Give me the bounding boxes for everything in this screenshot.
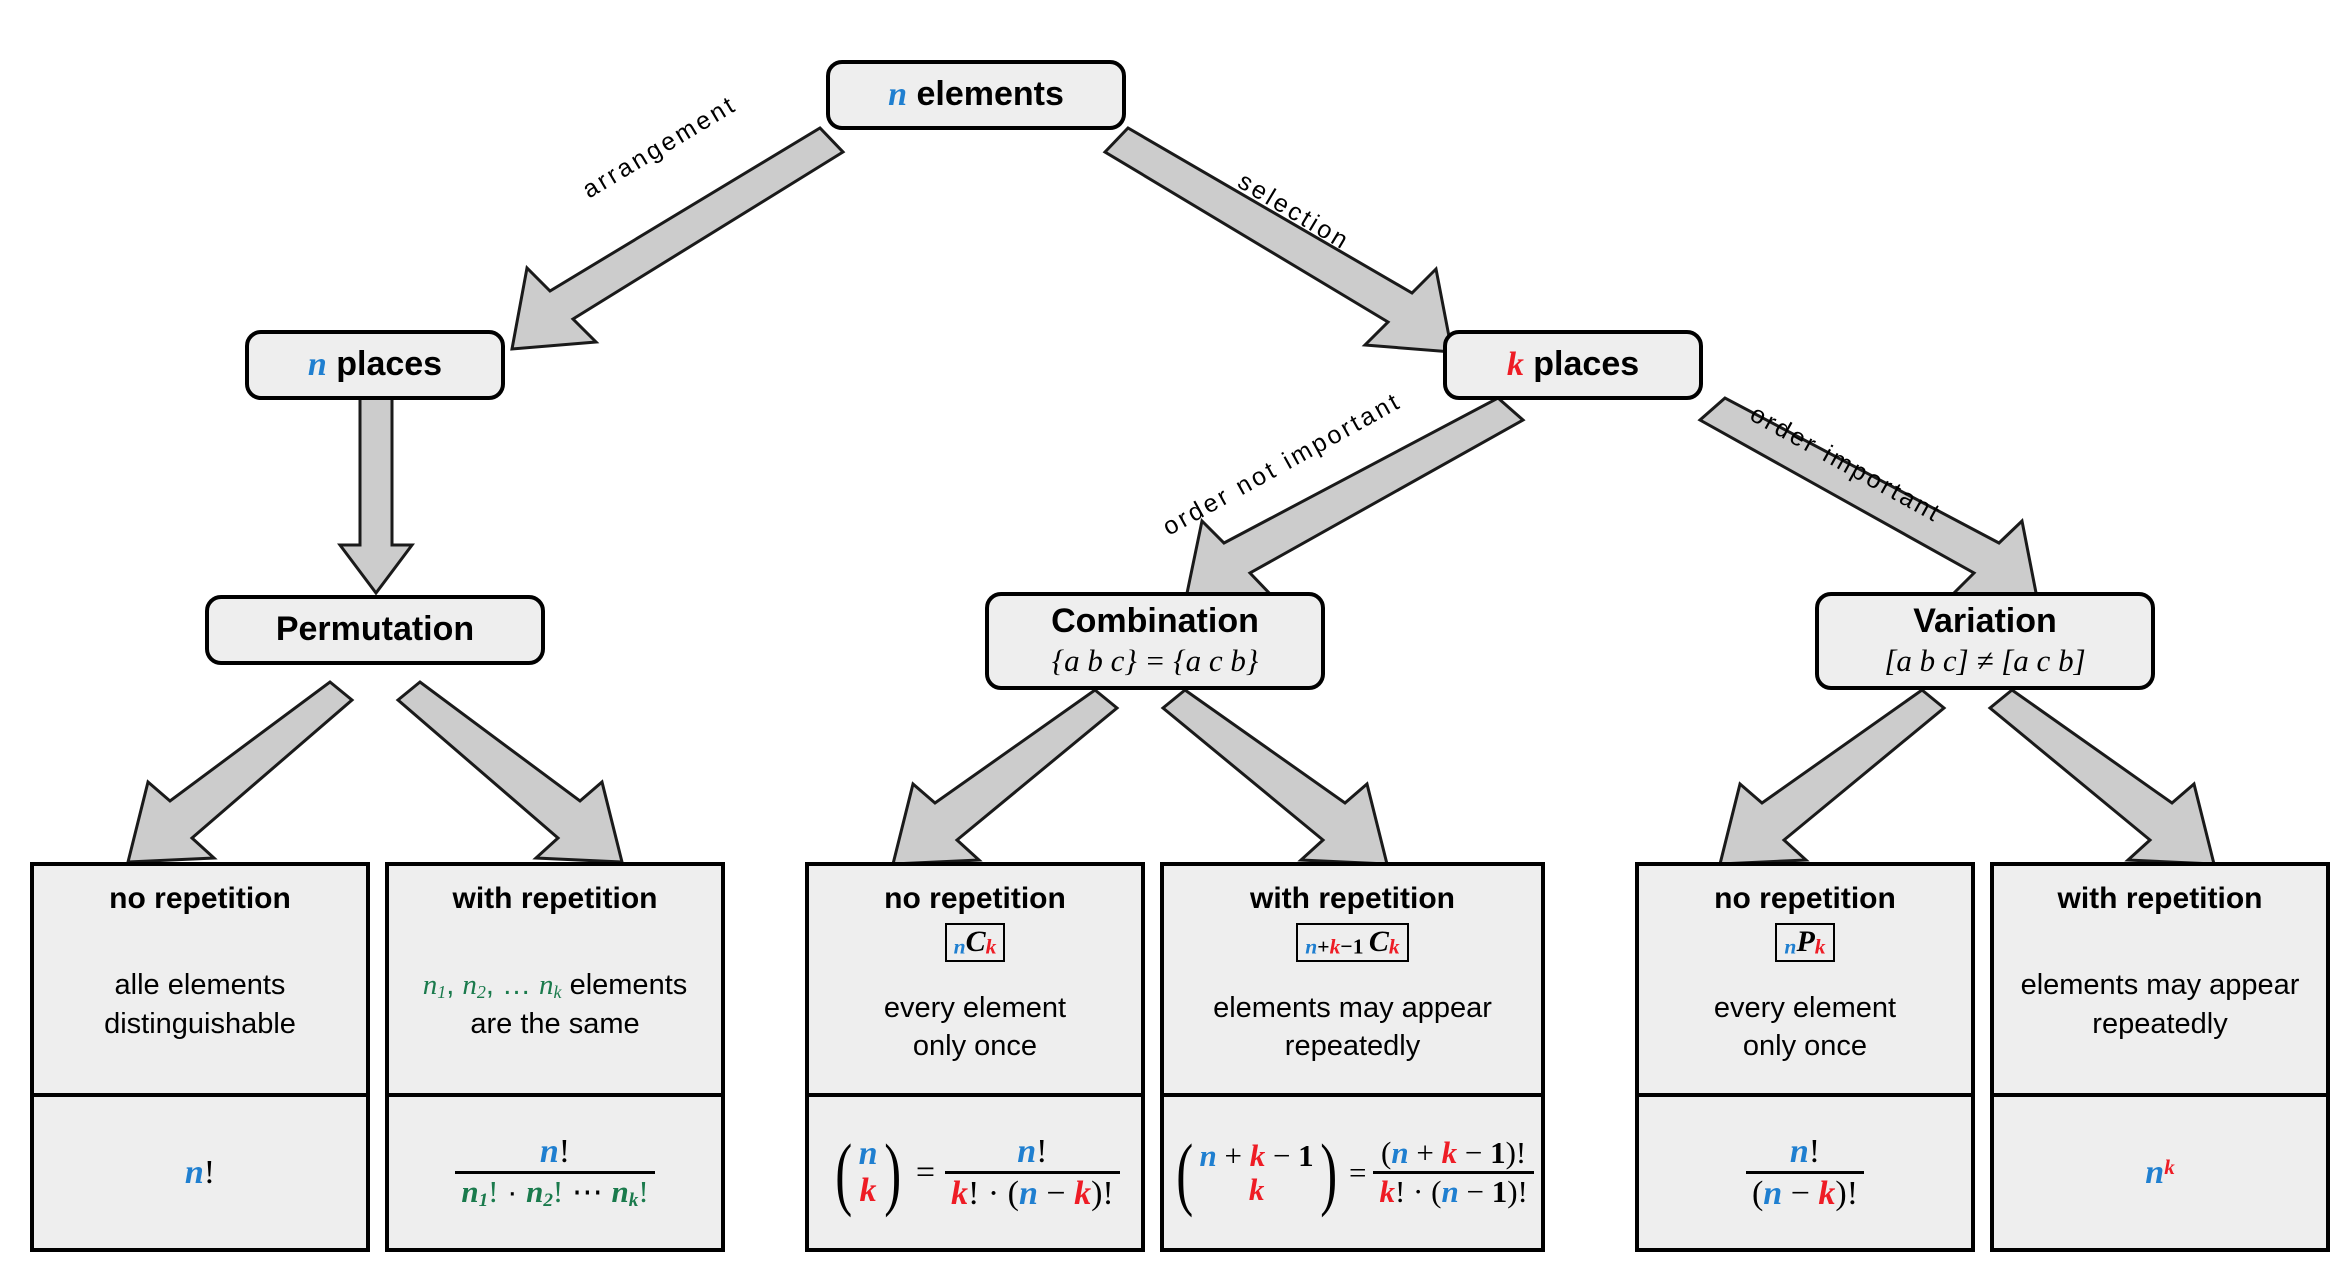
var-k: k (1506, 346, 1524, 384)
leaf-formula-cell: ( n + k − 1 k ) = (n + k − 1)! k! · (n −… (1164, 1093, 1541, 1248)
leaf-formula-cell: n! n1! · n2! ⋯ nk! (389, 1093, 721, 1248)
leaf-header: no repetition (1714, 882, 1896, 915)
node-n-elements-label: n elements (888, 75, 1064, 114)
leaf-top-cell: with repetition elements may appear repe… (1994, 866, 2326, 1093)
var-n: n (888, 76, 908, 114)
node-combination-title: Combination (1051, 602, 1259, 641)
node-combination-subtitle: {a b c} = {a c b} (1051, 642, 1259, 678)
leaf-permutation-with-repetition[interactable]: with repetition n1, n2, … nk elements ar… (385, 862, 725, 1252)
arrow-combination-with-repetition (1160, 688, 1389, 866)
leaf-top-cell: with repetition n1, n2, … nk elements ar… (389, 866, 721, 1093)
leaf-top-cell: with repetition n+k−1 Ck elements may ap… (1164, 866, 1541, 1093)
node-combination[interactable]: Combination {a b c} = {a c b} (985, 592, 1325, 690)
arrow-permutation-with-repetition (395, 680, 624, 864)
leaf-top-cell: no repetition nCk every element only onc… (809, 866, 1141, 1093)
arrow-variation-no-repetition (1718, 688, 1947, 866)
arrow-n-places-permutation (337, 386, 415, 596)
leaf-description: elements may appear repeatedly (2013, 966, 2308, 1043)
leaf-header: no repetition (109, 882, 291, 915)
arrow-combination-no-repetition (891, 688, 1120, 866)
leaf-permutation-no-repetition[interactable]: no repetition alle elements distinguisha… (30, 862, 370, 1252)
formula-n-over-n-minus-k: n! (n − k)! (1745, 1133, 1865, 1212)
leaf-description: every element only once (876, 989, 1074, 1066)
leaf-desc-line1: elements may appear (1213, 992, 1492, 1025)
leaf-combination-no-repetition[interactable]: no repetition nCk every element only onc… (805, 862, 1145, 1252)
arrow-arrangement (510, 126, 846, 351)
leaf-desc-line2: repeatedly (2092, 1007, 2228, 1040)
leaf-description: alle elements distinguishable (96, 966, 304, 1043)
leaf-combination-with-repetition[interactable]: with repetition n+k−1 Ck elements may ap… (1160, 862, 1545, 1252)
leaf-desc-line1-math: n1, n2, … nk elements (422, 969, 688, 1003)
leaf-description: every element only once (1706, 989, 1904, 1066)
node-n-elements[interactable]: n elements (826, 60, 1126, 130)
node-k-places[interactable]: k places (1443, 330, 1703, 400)
formula-n-factorial: n! (184, 1154, 216, 1191)
node-n-places[interactable]: n places (245, 330, 505, 400)
leaf-top-cell: no repetition alle elements distinguisha… (34, 866, 366, 1093)
node-n-places-text: places (326, 345, 443, 384)
leaf-desc-line1: every element (1713, 992, 1897, 1025)
node-variation-title: Variation (1913, 602, 2057, 641)
formula-multiset-permutation: n! n1! · n2! ⋯ nk! (455, 1134, 655, 1212)
leaf-formula-cell: n! (34, 1093, 366, 1248)
leaf-description: n1, n2, … nk elements are the same (415, 966, 696, 1043)
leaf-desc-line2: only once (912, 1030, 1038, 1063)
formula-n-power-k: nk (2145, 1154, 2175, 1191)
notation-nPk: nPk (1775, 922, 1835, 962)
leaf-desc-line1: every element (883, 992, 1067, 1025)
leaf-header: with repetition (1250, 882, 1455, 915)
leaf-desc-line1: alle elements (114, 969, 286, 1002)
notation-nplusk-1Ck: n+k−1 Ck (1296, 922, 1409, 962)
node-permutation-title: Permutation (275, 610, 475, 649)
node-k-places-text: places (1523, 345, 1640, 384)
arrow-variation-with-repetition (1987, 688, 2216, 866)
leaf-header: with repetition (2057, 882, 2263, 915)
node-permutation[interactable]: Permutation (205, 595, 545, 665)
leaf-formula-cell: n! (n − k)! (1639, 1093, 1971, 1248)
leaf-desc-line2: distinguishable (104, 1007, 296, 1040)
leaf-desc-line1: elements may appear (2020, 969, 2300, 1002)
leaf-desc-line2: repeatedly (1284, 1030, 1421, 1063)
leaf-desc-line2: are the same (470, 1007, 640, 1040)
leaf-top-cell: no repetition nPk every element only onc… (1639, 866, 1971, 1093)
arrow-permutation-no-repetition (126, 680, 355, 864)
binomial-coefficient: ( n + k − 1 k ) (1176, 1126, 1337, 1218)
node-k-places-label: k places (1506, 345, 1640, 384)
leaf-header: no repetition (884, 882, 1066, 915)
node-variation-subtitle: [a b c] ≠ [a c b] (1884, 642, 2086, 678)
leaf-variation-no-repetition[interactable]: no repetition nPk every element only onc… (1635, 862, 1975, 1252)
var-n: n (307, 346, 327, 384)
leaf-header: with repetition (452, 882, 658, 915)
leaf-desc-line2: only once (1742, 1030, 1868, 1063)
node-n-places-label: n places (307, 345, 443, 384)
notation-nCk: nCk (944, 922, 1006, 962)
node-n-elements-text: elements (907, 75, 1064, 114)
leaf-formula-cell: nk (1994, 1093, 2326, 1248)
leaf-variation-with-repetition[interactable]: with repetition elements may appear repe… (1990, 862, 2330, 1252)
leaf-description: elements may appear repeatedly (1205, 989, 1500, 1066)
arrow-selection (1102, 126, 1454, 354)
node-variation[interactable]: Variation [a b c] ≠ [a c b] (1815, 592, 2155, 690)
formula-binomial-npluskminus1: ( n + k − 1 k ) = (n + k − 1)! k! · (n −… (1171, 1126, 1534, 1218)
